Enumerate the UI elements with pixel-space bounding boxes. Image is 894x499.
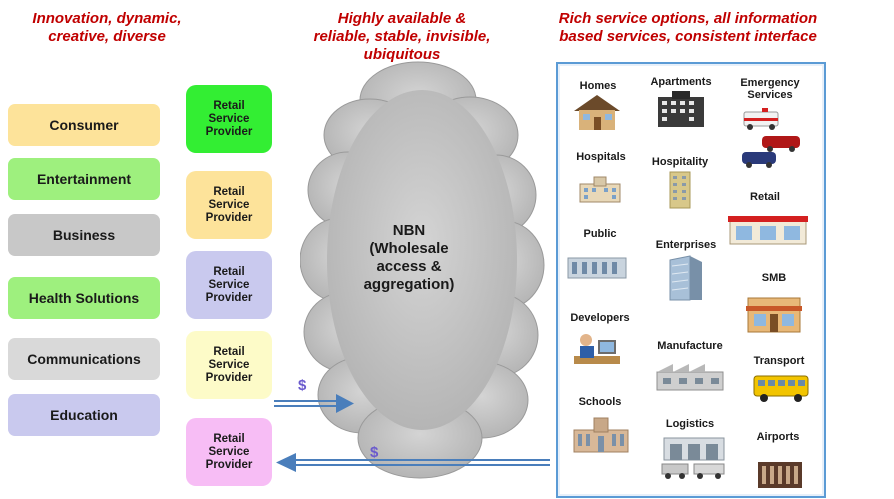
payment-arrow-to-nbn xyxy=(274,394,354,413)
airport-building-icon xyxy=(758,462,802,488)
retail-service-provider-5: Retail Service Provider xyxy=(186,418,272,486)
service-label-apartments: Apartments xyxy=(650,76,712,88)
service-label-airports: Airports xyxy=(756,431,800,443)
nbn-cloud-shape xyxy=(300,61,545,479)
header-services: Rich service options, all information ba… xyxy=(558,10,818,45)
service-label-logistics: Logistics xyxy=(665,418,715,430)
hospital-building-icon xyxy=(579,176,621,203)
service-label-homes: Homes xyxy=(579,80,617,92)
retail-service-provider-2: Retail Service Provider xyxy=(186,171,272,239)
service-label-public: Public xyxy=(583,228,617,240)
emergency-vehicles-icon xyxy=(742,108,800,168)
service-label-developers: Developers xyxy=(570,312,630,324)
segment-education: Education xyxy=(8,394,160,436)
payment-arrow-to-provider xyxy=(276,453,550,472)
service-label-schools: Schools xyxy=(578,396,622,408)
nbn-label: NBN (Wholesale access & aggregation) xyxy=(363,222,455,293)
school-bus-icon xyxy=(753,375,809,402)
header-innovation: Innovation, dynamic, creative, diverse xyxy=(32,10,182,45)
retail-service-provider-3: Retail Service Provider xyxy=(186,251,272,319)
retail-service-provider-1: Retail Service Provider xyxy=(186,85,272,153)
small-business-icon xyxy=(746,297,802,333)
service-label-transport: Transport xyxy=(753,355,805,367)
service-label-retail: Retail xyxy=(750,191,780,203)
segment-consumer: Consumer xyxy=(8,104,160,146)
developer-at-desk-icon xyxy=(574,334,620,364)
hotel-tower-icon xyxy=(669,171,691,209)
service-label-manufacture: Manufacture xyxy=(657,340,723,352)
segment-entertainment: Entertainment xyxy=(8,158,160,200)
service-label-hospitals: Hospitals xyxy=(576,151,626,163)
dollar-sign-upper: $ xyxy=(298,377,307,394)
public-building-icon xyxy=(567,257,627,279)
segment-business: Business xyxy=(8,214,160,256)
header-availability: Highly available & reliable, stable, inv… xyxy=(313,10,491,63)
office-tower-icon xyxy=(669,255,702,301)
retail-service-provider-4: Retail Service Provider xyxy=(186,331,272,399)
warehouse-trucks-icon xyxy=(661,437,725,479)
school-building-icon xyxy=(573,417,629,453)
dollar-sign-lower: $ xyxy=(370,444,379,461)
retail-store-icon xyxy=(728,216,808,245)
service-label-hospitality: Hospitality xyxy=(651,156,709,168)
service-label-enterprises: Enterprises xyxy=(655,239,717,251)
apartments-icon xyxy=(658,91,704,127)
service-label-emergency-services: Emergency Services xyxy=(740,77,800,101)
segment-communications: Communications xyxy=(8,338,160,380)
house-icon xyxy=(574,95,620,130)
service-label-smb: SMB xyxy=(761,272,787,284)
segment-health-solutions: Health Solutions xyxy=(8,277,160,319)
factory-icon xyxy=(656,364,724,391)
